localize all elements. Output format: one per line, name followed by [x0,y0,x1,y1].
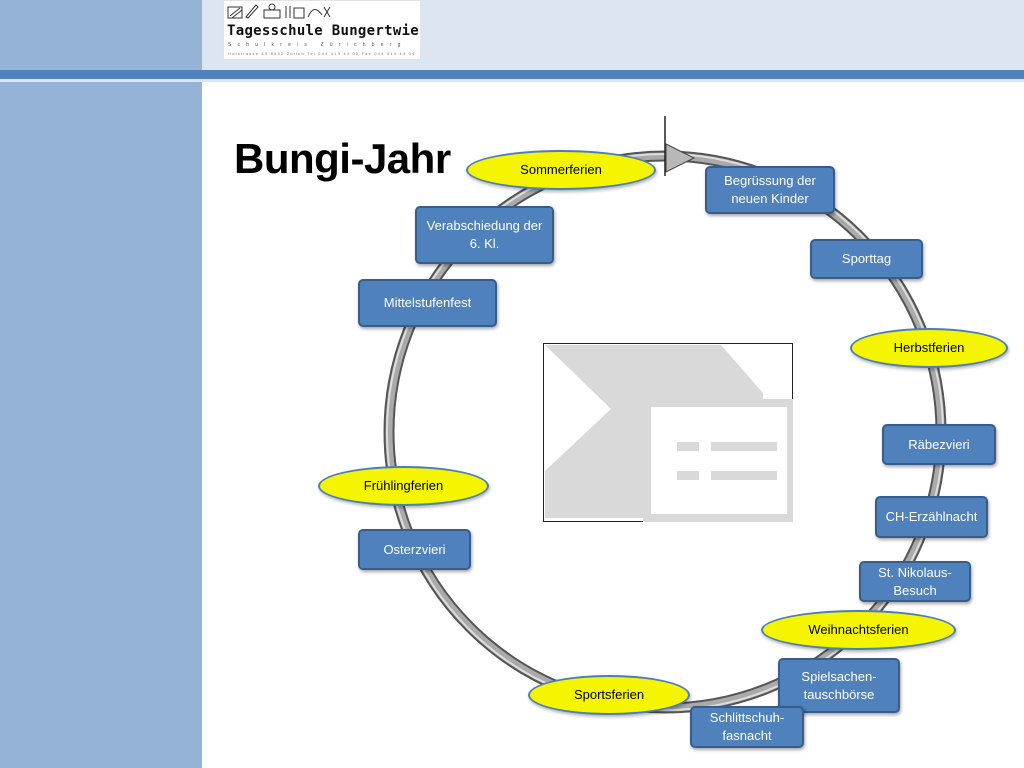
event-verabschiedung: Verabschiedung der 6. Kl. [415,206,554,264]
event-ch-erzaehlnacht: CH-Erzählnacht [875,496,988,538]
header-rule-accent [0,79,1024,82]
school-tools-drawing-icon [227,3,331,19]
event-spielsachen: Spielsachen-tauschbörse [778,658,900,713]
header-rule [0,70,1024,79]
school-subtitle: Schulkreis Zürichberg [228,42,407,48]
slide-title: Bungi-Jahr [234,135,451,182]
holiday-sommerferien: Sommerferien [466,150,656,190]
event-begruessung: Begrüssung der neuen Kinder [705,166,835,214]
event-nikolaus: St. Nikolaus-Besuch [859,561,971,602]
event-osterzvieri: Osterzvieri [358,529,471,570]
picture-placeholder-icon [543,343,793,522]
cycle-arrow-icon [665,143,696,173]
event-sporttag: Sporttag [810,239,923,279]
side-panel [0,0,202,768]
holiday-herbstferien: Herbstferien [850,328,1008,368]
event-schlittschuh: Schlittschuh-fasnacht [690,706,804,748]
school-name: Tagesschule Bungertwies [227,23,421,39]
event-raebezvieri: Räbezvieri [882,424,996,465]
holiday-fruehlingferien: Frühlingferien [318,466,489,506]
school-address: Hofstrasse 43 8032 Zürich Tel 044 413 43… [228,51,416,56]
event-mittelstufenfest: Mittelstufenfest [358,279,497,327]
school-logo: Tagesschule Bungertwies Schulkreis Züric… [223,0,421,60]
holiday-sportsferien: Sportsferien [528,675,690,715]
holiday-weihnachtsferien: Weihnachtsferien [761,610,956,650]
